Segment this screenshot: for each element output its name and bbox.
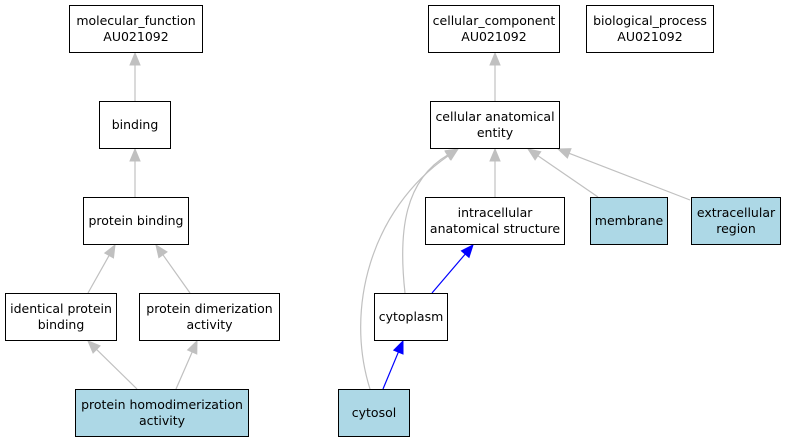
edge-protein_homodimerization_activity-to-identical_protein_binding (96, 348, 138, 390)
arrowhead-cellular_anatomical_entity-to-cellular_component (489, 51, 501, 66)
arrowhead-cytosol-to-cellular_anatomical_entity (444, 148, 460, 161)
edge-cytoplasm-to-cellular_anatomical_entity (402, 154, 448, 294)
arrowhead-membrane-to-cellular_anatomical_entity (526, 148, 542, 161)
arrowhead-protein_homodimerization_activity-to-protein_dimerization_activity (186, 339, 198, 355)
edge-protein_dimerization_activity-to-protein_binding (162, 254, 191, 294)
arrowhead-extracellular_region-to-cellular_anatomical_entity (556, 148, 572, 159)
edge-cytosol-to-cytoplasm (382, 351, 399, 390)
node-membrane[interactable]: membrane (590, 197, 668, 245)
arrowhead-identical_protein_binding-to-protein_binding (103, 243, 116, 259)
arrowhead-protein_dimerization_activity-to-protein_binding (155, 243, 168, 259)
edge-identical_protein_binding-to-protein_binding (87, 255, 110, 294)
node-identical-protein-binding[interactable]: identical protein binding (5, 293, 117, 341)
node-cellular-component[interactable]: cellular_component AU021092 (428, 5, 560, 53)
node-binding[interactable]: binding (99, 101, 171, 149)
edge-membrane-to-cellular_anatomical_entity (537, 155, 599, 198)
node-cytosol[interactable]: cytosol (338, 389, 410, 437)
node-molecular-function[interactable]: molecular_function AU021092 (69, 5, 203, 53)
node-protein-dimerization-activity[interactable]: protein dimerization activity (139, 293, 280, 341)
arrowhead-cytoplasm-to-intracellular_anatomical_structure (460, 244, 474, 259)
node-protein-binding[interactable]: protein binding (83, 197, 189, 245)
node-protein-homodimerization-activity[interactable]: protein homodimerization activity (75, 389, 249, 437)
arrowhead-protein_binding-to-binding (129, 147, 141, 162)
edge-cytoplasm-to-intracellular_anatomical_structure (431, 253, 466, 294)
edge-extracellular_region-to-cellular_anatomical_entity (568, 152, 691, 201)
node-extracellular-region[interactable]: extracellular region (691, 197, 781, 245)
node-biological-process[interactable]: biological_process AU021092 (586, 5, 714, 53)
node-intracellular-anatomical-structure[interactable]: intracellular anatomical structure (425, 197, 565, 245)
arrowhead-protein_homodimerization_activity-to-identical_protein_binding (87, 340, 101, 354)
edge-cytosol-to-cellular_anatomical_entity (360, 155, 449, 390)
edge-protein_homodimerization_activity-to-protein_dimerization_activity (175, 351, 193, 390)
node-cytoplasm[interactable]: cytoplasm (374, 293, 448, 341)
node-cellular-anatomical-entity[interactable]: cellular anatomical entity (430, 101, 560, 149)
arrowhead-binding-to-molecular_function (129, 51, 141, 66)
arrowhead-intracellular_anatomical_structure-to-cellular_anatomical_entity (489, 147, 501, 162)
arrowhead-cytosol-to-cytoplasm (392, 339, 404, 355)
